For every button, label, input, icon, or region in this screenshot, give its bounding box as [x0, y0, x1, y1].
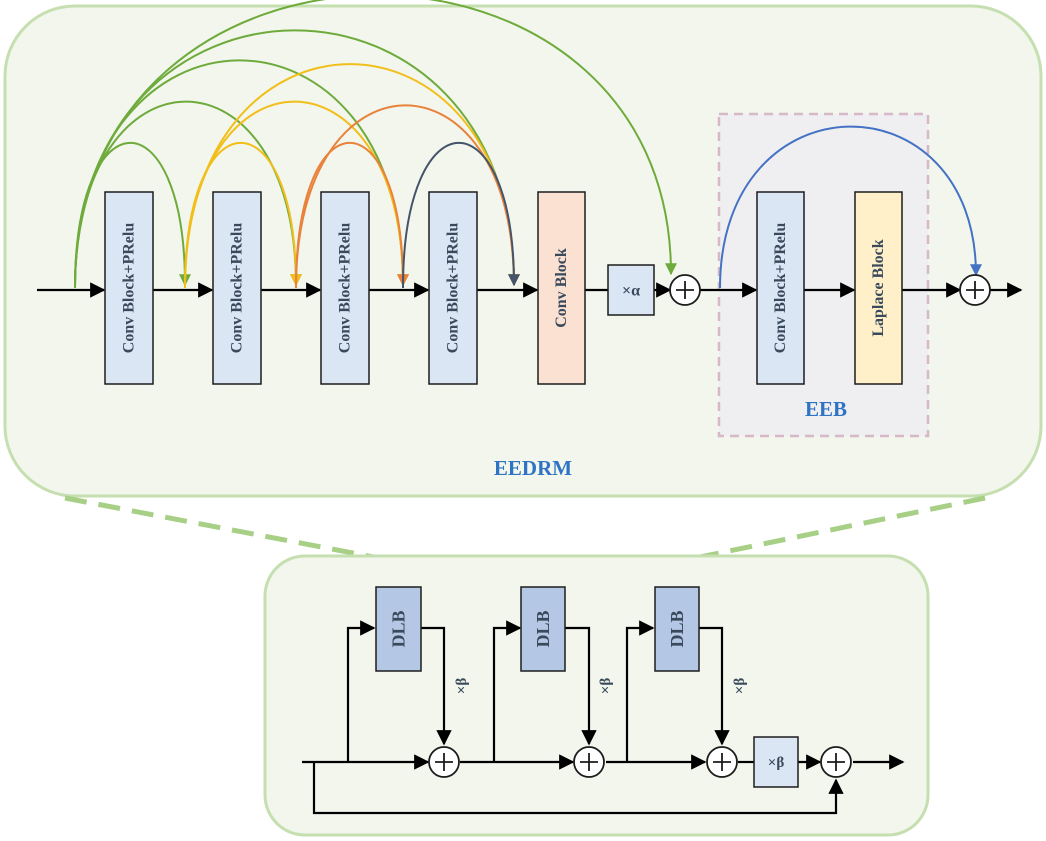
conv-prelu-block-1-label: Conv Block+PRelu — [121, 223, 138, 354]
dlb-blocks: DLB DLB DLB — [375, 586, 700, 672]
eeb-conv-prelu-label: Conv Block+PRelu — [772, 223, 789, 354]
conv-prelu-block-4-label: Conv Block+PRelu — [445, 223, 462, 354]
eedrm-blocks: Conv Block+PRelu Conv Block+PRelu Conv B… — [104, 191, 655, 385]
detail-panel — [263, 554, 930, 837]
detail-sum-node-2 — [573, 746, 605, 778]
beta-label-1: ×β — [454, 678, 470, 695]
eeb-skip-arc — [719, 125, 982, 289]
eeb-blocks: Conv Block+PRelu Laplace Block — [756, 191, 991, 385]
conv-prelu-block-2-label: Conv Block+PRelu — [229, 223, 246, 354]
eedrm-title: EEDRM — [494, 456, 572, 480]
dlb-block-1-label: DLB — [389, 610, 409, 647]
conv-prelu-block-1: Conv Block+PRelu — [104, 191, 154, 385]
conv-prelu-block-3: Conv Block+PRelu — [320, 191, 370, 385]
conv-prelu-block-2: Conv Block+PRelu — [212, 191, 262, 385]
skip-arc-in-to-residual-sum — [74, 0, 677, 289]
detail-wires — [302, 620, 905, 815]
beta-labels: ×β ×β ×β — [454, 678, 748, 695]
beta-scale-box: ×β — [753, 736, 799, 788]
eeb-conv-prelu-block: Conv Block+PRelu — [756, 191, 805, 385]
dense-skip-arcs — [74, 0, 982, 289]
skip-arc-b3-to-b5 — [402, 142, 520, 289]
dlb-block-2: DLB — [520, 586, 566, 672]
detail-sum-nodes — [428, 746, 852, 778]
dlb-block-2-label: DLB — [533, 610, 553, 647]
eeb-sum-node — [959, 274, 991, 306]
alpha-scale-label: ×α — [622, 283, 640, 300]
beta-label-2: ×β — [598, 678, 614, 695]
laplace-block: Laplace Block — [854, 191, 903, 385]
skip-arc-b2-to-b5 — [295, 104, 520, 289]
conv-prelu-block-4: Conv Block+PRelu — [428, 191, 478, 385]
conv-block-label: Conv Block — [553, 248, 570, 328]
dlb-block-1: DLB — [375, 586, 422, 672]
eeb-title: EEB — [805, 397, 847, 421]
dlb-block-3: DLB — [654, 586, 700, 672]
detail-sum-node-4 — [820, 746, 852, 778]
conv-block: Conv Block — [537, 191, 586, 385]
laplace-block-label: Laplace Block — [870, 239, 887, 336]
dlb-block-3-label: DLB — [667, 610, 687, 647]
conv-prelu-block-3-label: Conv Block+PRelu — [337, 223, 354, 354]
beta-label-3: ×β — [732, 678, 748, 695]
alpha-scale-box: ×α — [607, 264, 655, 316]
beta-scale-box-label: ×β — [768, 755, 785, 771]
detail-sum-node-1 — [428, 746, 460, 778]
eedrm-residual-sum — [669, 274, 701, 306]
detail-sum-node-3 — [706, 746, 738, 778]
